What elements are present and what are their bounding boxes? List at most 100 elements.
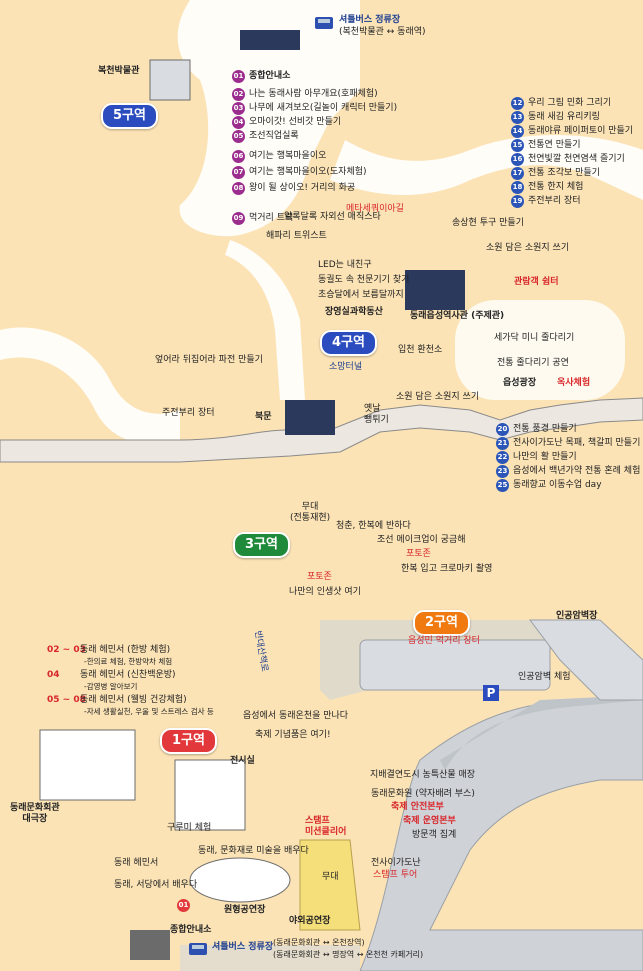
zone5-item-marker: 04 [232,116,245,129]
legend-top-item-label: 동래 새김 유리키링 [528,112,600,122]
place-eupseong-hall: 동래읍성역사관 (주제관) [410,311,505,321]
legend-top-item-marker: 14 [511,125,524,138]
zone5-item-marker: 06 [232,150,245,163]
zone5-item-label: 왕이 될 상이오! 거리의 화공 [249,183,356,193]
zone5-item-label: 나무에 새겨보오(길놀이 캐릭터 만들기) [249,103,398,113]
shuttle-bottom-route1: (동래문화회관 ↔ 온천장역) [273,938,365,947]
legend-bottom-item-label: 나만의 활 만들기 [513,452,577,462]
zone1-legend-title: 동래 헤민서 (웰빙 건강체험) [80,695,187,705]
legend-top-item-marker: 12 [511,97,524,110]
zone-1-badge: 1구역 [160,728,217,754]
place-operation: 축제 운영본부 [403,816,456,826]
bus-icon [315,17,333,29]
shuttle-top-title: 셔틀버스 정류장 [339,15,401,25]
zone1-legend-sub: -자세 생활실천, 우울 및 스트레스 검사 등 [84,707,214,716]
zone5-item-label: 조선직업실록 [249,131,299,141]
legend-top-item-marker: 18 [511,181,524,194]
legend-top-item-label: 주전부리 장터 [528,196,581,206]
zone5-item-marker: 08 [232,182,245,195]
z2-label-d: 동래문화원 (약자배려 부스) [371,789,475,799]
legend-top-item-label: 천연빛깔 천연염색 즐기기 [528,154,625,164]
zone5-item-label: 오마이갓! 선비갓 만들기 [249,117,342,127]
z4-label-i: 주전부리 장터 [162,408,215,418]
zone5-item-label: 여기는 행복마을이오 [249,151,327,161]
z3-label-d: 나만의 인생샷 여기 [289,587,361,597]
zone5-item-marker: 01 [232,70,245,83]
z1-label-c: 동래 헤민서 [114,858,159,868]
zone1-legend-sub: -한의료 체험, 한방약차 체험 [84,657,173,666]
place-mini-loop: 전통 줄다리기 공연 [497,358,569,368]
place-info-bottom: 종합안내소 [170,925,212,935]
place-yawoe: 야외공연장 [289,916,331,926]
z1-label-a: 구루미 체험 [167,823,212,833]
place-sotteul: 소망터널 [329,362,363,372]
legend-bottom-item-marker: 22 [496,451,509,464]
legend-top-item-label: 전통 조각보 만들기 [528,168,600,178]
legend-top-item-label: 전통연 만들기 [528,140,581,150]
legend-bottom-item-marker: 23 [496,465,509,478]
bus-icon-bottom [189,943,207,955]
zone5-item-label: 종합안내소 [249,71,291,81]
zone1-legend-marker: 05 ~ 08 [47,695,86,705]
place-photo1: 포토존 [406,549,431,559]
place-bokcheon: 복천박물관 [98,66,140,76]
zone-2-badge: 2구역 [413,610,470,636]
place-safety: 축제 안전본부 [391,802,444,812]
place-wonhyeong: 원형공연장 [224,905,266,915]
legend-top-item-marker: 16 [511,153,524,166]
place-mini-small: 세가닥 미니 줄다리기 [494,333,575,343]
zone-4-badge: 4구역 [320,330,377,356]
legend-bottom-item-marker: 21 [496,437,509,450]
shuttle-top-route: (복천박물관 ↔ 동래역) [339,27,426,37]
legend-top-item-label: 동래야류 페이퍼토이 만들기 [528,126,634,136]
place-sajeong: 장영실과학동산 [325,307,383,317]
place-mudae1: 무대 (전통재현) [290,502,331,523]
z3-label-a: 청춘, 한복에 반하다 [336,521,411,531]
legend-bottom-item-marker: 25 [496,479,509,492]
place-dungdong: 읍성민 먹거리 장터 [408,636,480,646]
legend-bottom-item-label: 전통 풍경 만들기 [513,424,577,434]
zone1-legend-sub: -감영병 알아보기 [84,682,138,691]
z4-label-a: 알록달록 자외선 매직스타 [284,212,381,222]
legend-top-item-marker: 17 [511,167,524,180]
zone1-legend-marker: 02 ~ 03 [47,645,86,655]
z3-label-c: 한복 입고 크로마키 촬영 [401,564,493,574]
place-ibcheon: 입천 환천소 [398,345,443,355]
place-sasi: 전사이가도난 [371,858,421,868]
z2-label-c: 지배결연도시 농특산물 매장 [370,770,476,780]
zone5-item-label: 나는 동래사람 아무개요(호패체험) [249,89,378,99]
z4-label-j: 옛날 뻥튀기 [364,404,389,425]
legend-top-item-label: 전통 한지 체험 [528,182,584,192]
zone1-legend-marker: 04 [47,670,60,680]
zone1-legend-title: 동래 헤민서 (신찬백운방) [80,670,176,680]
z4-label-c: 송상현 투구 만들기 [452,218,524,228]
z2-label-a: 읍성에서 동래온천을 만나다 [243,711,349,721]
zone-5-badge: 5구역 [101,103,158,129]
zone5-item-label: 먹거리 트럭 [249,213,294,223]
place-bukmun: 북문 [255,412,272,422]
place-stamp1: 스탬프 미션클리어 [305,816,347,837]
z4-label-k: 소원 담은 소원지 쓰기 [396,392,480,402]
place-stamp-tour: 스탬프 투어 [373,870,418,880]
zone5-item-label: 여기는 행복마을이오(도자체험) [249,167,367,177]
zone-3-badge: 3구역 [233,532,290,558]
z2-label-b: 축제 기념품은 여기! [255,730,331,740]
z3-label-b: 조선 메이크업이 궁금해 [377,535,466,545]
zone5-item-marker: 03 [232,102,245,115]
zone1-legend-title: 동래 헤민서 (한방 체험) [80,645,171,655]
place-photo2: 포토존 [307,572,332,582]
legend-top-item-marker: 19 [511,195,524,208]
zone5-item-marker: 05 [232,130,245,143]
legend-top-item-label: 우리 그림 민화 그리기 [528,98,612,108]
legend-bottom-item-label: 읍성에서 백년가약 전통 혼례 체험 [513,466,641,476]
parking-icon: P [483,685,499,701]
place-eupseong-square: 읍성광장 [503,378,537,388]
place-injang: 인공암벽장 [556,611,598,621]
legend-bottom-item-label: 전사이가도난 목패, 책갈피 만들기 [513,438,641,448]
z1-label-b: 동래, 문화재로 미술을 배우다 [198,846,309,856]
zone5-item-marker: 02 [232,88,245,101]
shuttle-bottom-title: 셔틀버스 정류장 [212,942,274,952]
place-muncheon: 동래문화회관 대극장 [10,803,60,824]
